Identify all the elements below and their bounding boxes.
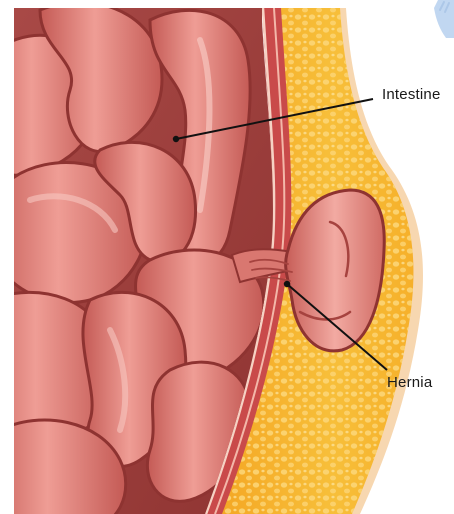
hernia-label: Hernia — [387, 374, 432, 391]
hand-icon — [434, 0, 454, 38]
intestine-label: Intestine — [382, 86, 441, 103]
hernia-leader-dot — [284, 281, 290, 287]
intestine-leader-dot — [173, 136, 179, 142]
